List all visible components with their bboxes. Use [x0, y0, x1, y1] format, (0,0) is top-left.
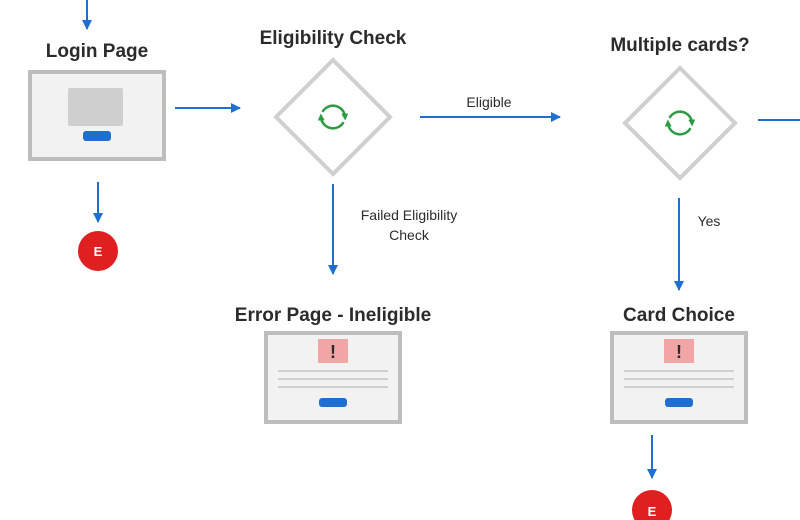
- multiple-cards-title: Multiple cards?: [610, 35, 749, 56]
- refresh-icon: [664, 110, 696, 136]
- login-image-placeholder: [68, 88, 123, 126]
- error-page-title: Error Page - Ineligible: [235, 305, 431, 326]
- exclamation-icon: [664, 339, 694, 363]
- end-marker-card-choice[interactable]: E: [632, 490, 672, 520]
- eligible-label: Eligible: [466, 94, 511, 110]
- end-marker-label: E: [648, 504, 657, 519]
- card-choice-title: Card Choice: [623, 305, 735, 326]
- error-end-icon: [78, 231, 118, 271]
- login-page-title: Login Page: [46, 41, 148, 62]
- exclamation-icon: [318, 339, 348, 363]
- text-lines: [278, 370, 388, 388]
- multiple-cards-node[interactable]: Multiple cards?: [610, 35, 750, 181]
- error-page-button: [319, 398, 347, 407]
- decision-diamond: [622, 65, 738, 181]
- error-page-node[interactable]: Error Page - Ineligible !: [235, 305, 431, 424]
- end-marker-label: E: [94, 244, 103, 259]
- alert-glyph: !: [330, 342, 336, 362]
- text-lines: [624, 370, 734, 388]
- failed-eligibility-label-line1: Failed Eligibility: [361, 207, 457, 223]
- decision-diamond: [273, 57, 393, 177]
- eligibility-check-title: Eligibility Check: [260, 28, 407, 49]
- refresh-icon: [317, 104, 349, 130]
- login-button: [83, 131, 111, 141]
- end-marker-login[interactable]: E: [78, 231, 118, 271]
- connectors: [82, 0, 800, 479]
- card-choice-node[interactable]: Card Choice !: [610, 305, 748, 424]
- eligibility-check-node[interactable]: Eligibility Check: [260, 28, 407, 177]
- failed-eligibility-label-line2: Check: [389, 227, 430, 243]
- alert-glyph: !: [676, 342, 682, 362]
- yes-label: Yes: [698, 213, 721, 229]
- error-end-icon: [632, 490, 672, 520]
- login-node[interactable]: Login Page: [28, 41, 166, 161]
- card-choice-button: [665, 398, 693, 407]
